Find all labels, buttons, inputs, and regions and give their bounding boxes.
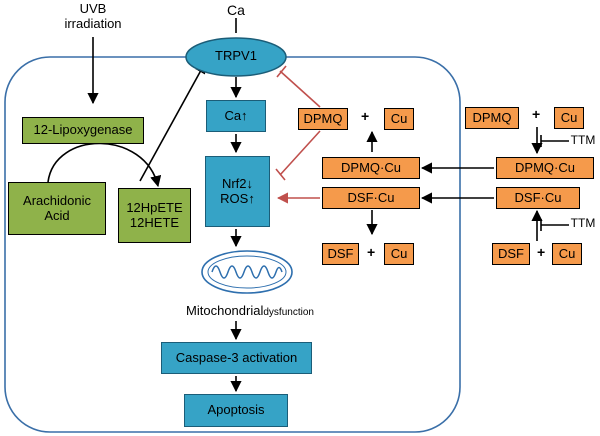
apoptosis-box: Apoptosis <box>184 394 288 427</box>
outer-dsf-cu-box: DSF·Cu <box>496 187 580 209</box>
outer-dpmq-box: DPMQ <box>465 107 519 129</box>
inner-plus-1: + <box>361 108 370 124</box>
arachidonic-acid-box: Arachidonic Acid <box>8 182 106 235</box>
arachidonic-line1: Arachidonic <box>23 192 91 208</box>
inner-dsf-cu-box: DSF·Cu <box>322 187 420 209</box>
caspase-box: Caspase-3 activation <box>161 342 312 374</box>
outer-dsf-cu-label: DSF·Cu <box>514 189 562 205</box>
outer-cu-label-2: Cu <box>558 245 576 261</box>
nrf2-label: Nrf2↓ <box>221 175 254 191</box>
uvb-line1: UVB <box>79 1 107 16</box>
ca-top-label: Ca <box>227 2 245 18</box>
lipoxygenase-label: 12-Lipoxygenase <box>33 122 133 138</box>
inner-dpmq-label: DPMQ <box>303 110 343 126</box>
ca-increase-box: Ca↑ <box>206 100 266 132</box>
apoptosis-label: Apoptosis <box>207 402 265 418</box>
mitochondrion-icon <box>201 250 293 294</box>
mito-label-main: Mitochondrial <box>186 303 264 318</box>
inner-cu-box-2: Cu <box>384 243 414 265</box>
outer-dsf-label: DSF <box>498 245 524 261</box>
outer-dsf-box: DSF <box>492 243 530 265</box>
hpete-line2: 12HETE <box>129 214 180 230</box>
inner-dsf-box: DSF <box>322 243 359 265</box>
inner-dpmq-box: DPMQ <box>298 108 348 130</box>
outer-cu-label-1: Cu <box>560 109 578 125</box>
mito-label-small: dysfunction <box>263 307 314 318</box>
inner-dpmq-cu-label: DPMQ·Cu <box>341 159 401 175</box>
outer-plus-2: + <box>537 244 546 260</box>
outer-dpmq-label: DPMQ <box>472 109 512 125</box>
inner-cu-box-1: Cu <box>384 108 414 130</box>
inhibit-dpmq-to-nrf2 <box>279 130 321 176</box>
ca-increase-label: Ca↑ <box>224 107 248 123</box>
outer-dpmq-cu-label: DPMQ·Cu <box>515 159 575 175</box>
ros-label: ROS↑ <box>220 190 255 206</box>
uvb-label: UVB irradiation <box>58 1 128 32</box>
ttm-label-2: TTM <box>570 216 596 230</box>
ttm-label-1: TTM <box>570 133 596 147</box>
uvb-line2: irradiation <box>64 15 122 31</box>
inner-cu-label-2: Cu <box>390 245 408 261</box>
inhibit-bar-nrf2 <box>275 168 286 181</box>
outer-cu-box-2: Cu <box>552 243 582 265</box>
lipoxygenase-box: 12-Lipoxygenase <box>22 117 144 144</box>
inner-dsf-cu-label: DSF·Cu <box>347 189 395 205</box>
inner-dpmq-cu-box: DPMQ·Cu <box>322 157 420 179</box>
inhibit-dpmq-to-trpv1 <box>279 70 321 108</box>
hpete-box: 12HpETE 12HETE <box>118 188 191 243</box>
inner-dsf-label: DSF <box>327 245 354 261</box>
outer-dpmq-cu-box: DPMQ·Cu <box>496 157 594 179</box>
inhibit-bar-trpv1 <box>276 65 287 78</box>
outer-cu-box-1: Cu <box>554 107 584 129</box>
trpv1-channel <box>185 37 287 77</box>
arrow-hpete-to-trpv1 <box>139 62 206 182</box>
trpv1-label: TRPV1 <box>215 48 257 63</box>
inner-plus-2: + <box>367 244 376 260</box>
inner-cu-label-1: Cu <box>390 110 408 126</box>
nrf2-ros-box: Nrf2↓ ROS↑ <box>205 156 270 227</box>
arachidonic-line2: Acid <box>44 207 70 223</box>
caspase-label: Caspase-3 activation <box>175 349 298 365</box>
hpete-line1: 12HpETE <box>126 199 183 215</box>
outer-plus-1: + <box>532 106 541 122</box>
mito-dysfunction-label: Mitochondrialdysfunction <box>160 302 340 320</box>
